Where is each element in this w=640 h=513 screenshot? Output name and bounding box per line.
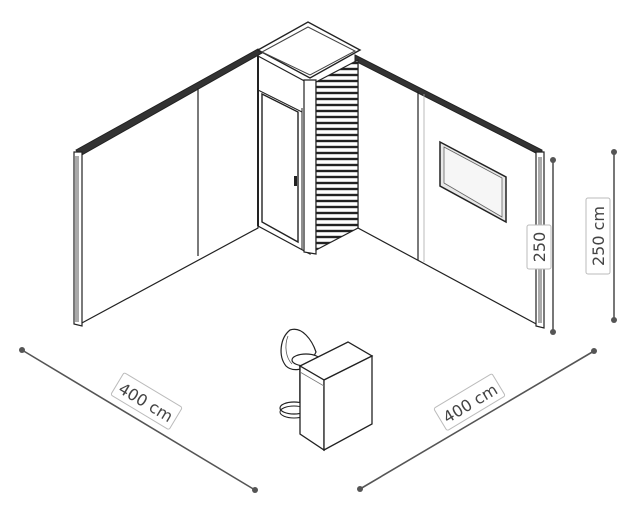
dimension-left-width: 400 cm xyxy=(19,347,258,493)
dimension-label-inner-height: 250 xyxy=(530,232,549,263)
storage-door xyxy=(261,92,299,244)
dimension-inner-height: 250 xyxy=(526,157,556,335)
dimension-outer-height: 250 cm xyxy=(585,149,617,323)
reception-counter xyxy=(298,341,374,452)
left-wall xyxy=(73,48,263,327)
right-wall xyxy=(354,54,545,329)
storage-room xyxy=(256,21,362,256)
wall-screen xyxy=(439,140,507,224)
dimension-right-width: 400 cm xyxy=(357,348,597,492)
dimension-label-outer-height: 250 cm xyxy=(589,206,608,266)
slatwall-panel xyxy=(315,59,359,251)
